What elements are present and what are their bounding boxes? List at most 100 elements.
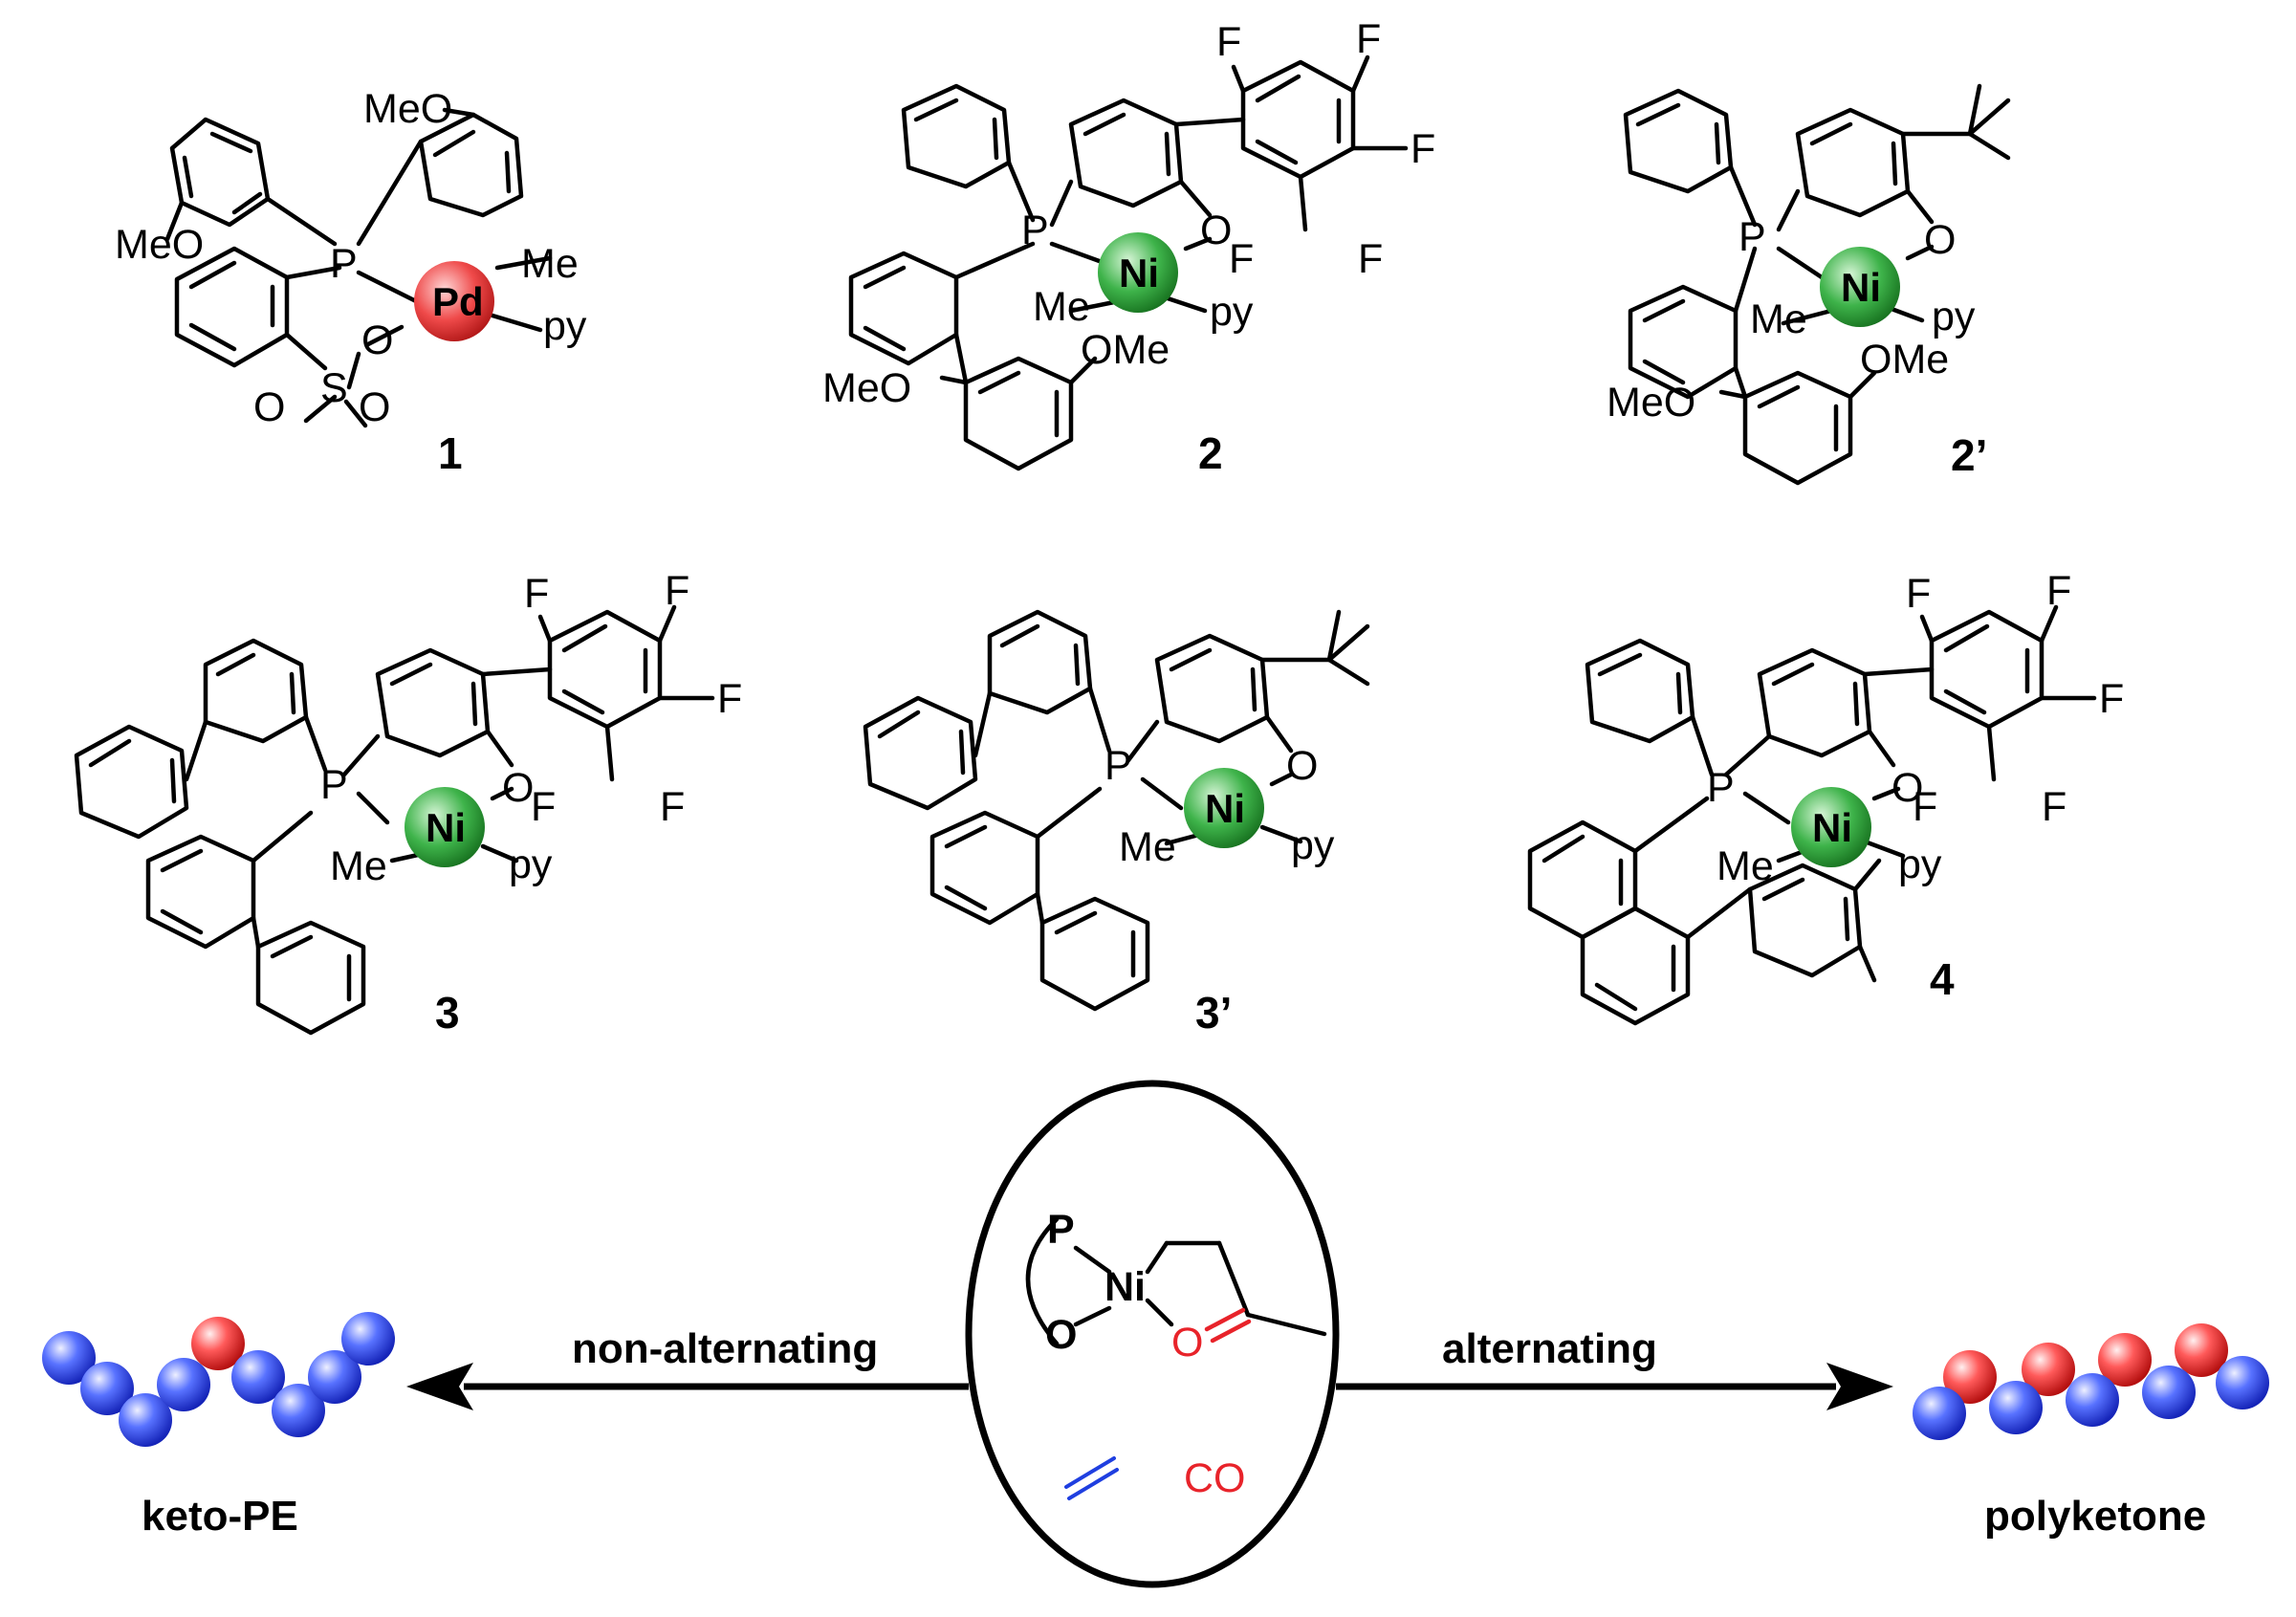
methoxy-label-top: MeO [363,86,452,132]
ethylene-unit [2216,1356,2269,1409]
ethylene-unit [80,1362,134,1415]
compound-number: 1 [438,428,463,478]
compound-number: 4 [1930,954,1955,1004]
intermediate-bonds [1025,1216,1327,1346]
carbon-monoxide-unit [2098,1333,2152,1387]
right-arrow: alternating [1336,1325,1893,1410]
compound-2prime: Ni P O Me py OMe MeO 2’ [1607,83,2011,486]
sulfur-label: S [320,365,348,411]
methyl-label: Me [330,843,387,889]
fluorine-label-1: F [1216,19,1241,65]
methyl-label: Me [521,241,579,287]
fluorine-label-5: F [1358,236,1383,282]
methoxy-label-right: OMe [1081,327,1170,373]
compound-3prime: Ni P O Me py 3’ [863,609,1370,1038]
ethylene-unit [341,1312,395,1366]
keto-pe-label: keto-PE [142,1493,298,1540]
ethylene-unit [157,1358,210,1411]
phosphorus-label: P [1707,765,1735,811]
oxygen-label: O [1200,208,1232,253]
methyl-label: Me [1119,824,1176,870]
phosphorus-label: P [1738,214,1766,260]
ethylene-unit [308,1350,361,1404]
carbon-monoxide-label: CO [1184,1455,1246,1501]
fluorine-label-2: F [1356,16,1381,62]
ni-atom [1184,768,1264,848]
carbonyl-double-bond [1204,1307,1252,1344]
ethylene-icon [1064,1456,1119,1500]
fluorine-label-1: F [524,571,549,617]
methyl-label: Me [1033,284,1090,330]
carbon-monoxide-unit [2175,1323,2228,1377]
pd-atom [414,261,494,341]
ni-symbol: Ni [1119,251,1159,295]
fluorine-label-5: F [660,784,685,830]
ketone-oxygen-label: O [1171,1320,1203,1366]
oxygen-label: O [1045,1312,1077,1358]
compound-4-bonds [1527,604,2097,1026]
methoxy-label-right: OMe [1860,337,1949,382]
compound-3: Ni P O Me py F F F F F 3 [74,568,742,1038]
nickel-label: Ni [1104,1264,1146,1310]
oxygen-label: O [1891,765,1923,811]
oxygen-label: O [1286,743,1318,789]
pd-symbol: Pd [432,279,484,324]
sulfonyl-oxygen-1: O [253,384,285,430]
fluorine-label-3: F [2099,676,2124,722]
phosphorus-label: P [1047,1207,1075,1253]
phosphorus-label: P [320,762,348,808]
compound-2: Ni P O Me py OMe MeO F F F F F 2 [822,16,1435,478]
compound-4: Ni P O Me py F F F F F 4 [1527,568,2124,1026]
ni-atom [405,787,485,867]
ethylene-unit [1989,1381,2043,1434]
fluorine-label-4: F [1913,784,1937,830]
alternating-label: alternating [1442,1325,1657,1372]
pyridine-label: py [1291,822,1335,868]
ethylene-unit [2142,1366,2196,1419]
compound-number: 2’ [1951,430,1987,480]
oxygen-label: O [502,765,534,811]
sulfonyl-oxygen-2: O [359,384,390,430]
pyridine-label: py [1932,294,1976,339]
compound-number: 3 [435,988,460,1038]
fluorine-label-2: F [665,568,689,614]
ni-symbol: Ni [1205,786,1245,831]
oxygen-label: O [1924,217,1956,263]
ni-symbol: Ni [426,805,466,850]
fluorine-label-4: F [1229,236,1254,282]
non-alternating-label: non-alternating [572,1325,878,1372]
ni-symbol: Ni [1841,265,1881,310]
catalyst-intermediate: P Ni O O CO [965,1080,1340,1588]
ethylene-unit [119,1393,172,1447]
keto-pe-chain: keto-PE [42,1312,395,1540]
oxygen-label: O [361,317,393,363]
methoxy-label-left: MeO [822,365,911,411]
ni-symbol: Ni [1812,805,1852,850]
compound-1: Pd P MeO MeO Me py O S O O 1 [115,86,587,478]
carbon-monoxide-unit [191,1317,245,1370]
compound-number: 3’ [1195,988,1232,1038]
pyridine-label: py [509,841,553,887]
compound-3-bonds [74,604,715,1036]
polyketone-chain: polyketone [1913,1323,2269,1540]
pyridine-label: py [1898,841,1942,887]
fluorine-label-5: F [2042,784,2066,830]
fluorine-label-1: F [1906,571,1931,617]
carbon-monoxide-unit [2022,1343,2075,1396]
phosphorus-label: P [1104,743,1132,789]
fluorine-label-2: F [2046,568,2071,614]
ethylene-unit [1913,1387,1966,1440]
compound-number: 2 [1198,428,1223,478]
carbon-monoxide-unit [1943,1350,1997,1404]
ethylene-unit [42,1331,96,1385]
ethylene-unit [272,1384,325,1437]
ni-atom [1098,232,1178,313]
methyl-label: Me [1717,843,1774,889]
compound-2-bonds [848,55,1409,471]
polyketone-label: polyketone [1984,1493,2206,1540]
ni-atom [1820,247,1900,327]
pyridine-label: py [543,303,587,349]
pyridine-label: py [1210,289,1254,335]
compound-1-bonds [164,107,553,428]
